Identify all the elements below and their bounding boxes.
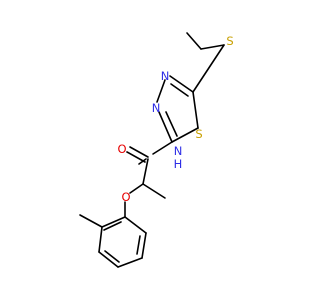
- bond-c5-ring-s: [192, 91, 199, 129]
- bond-aryl-1-2-double: [103, 221, 122, 231]
- bond-ring-s-c2: [171, 127, 199, 143]
- bond-n3-n4: [156, 79, 166, 103]
- atom-label-sulfur-ring: S: [195, 127, 202, 141]
- bond-aryl-3-4: [98, 251, 119, 268]
- bond-chiral-ether-o: [129, 183, 144, 194]
- bond-c2-n3: [158, 111, 173, 143]
- bond-ethyl-ch2-s: [200, 44, 225, 50]
- bond-aryl-2-3: [98, 226, 103, 253]
- bond-aryl-methyl: [79, 214, 103, 228]
- atom-label-ether-oxygen: O: [121, 190, 130, 204]
- molecule-canvas: S N N S N H O O: [79, 32, 234, 268]
- bond-ethyl-ch3-ch2: [186, 32, 202, 50]
- bond-carbonyl-c-o-double: [126, 151, 146, 163]
- bond-s-ring-carbon: [192, 44, 225, 93]
- bond-aryl-6-1: [124, 216, 147, 234]
- bond-aryl-3-4-double: [104, 250, 120, 263]
- bond-layer: [79, 32, 225, 268]
- bond-aryl-1-2: [101, 216, 126, 228]
- bond-aryl-4-5: [117, 257, 143, 268]
- atom-label-carbonyl-oxygen: O: [117, 142, 126, 156]
- bond-chiral-methyl: [142, 183, 166, 199]
- atom-label-sulfur-thioether: S: [226, 34, 233, 48]
- atom-label-layer: S N N S N H O O: [117, 34, 233, 204]
- bond-c2-amide-n: [152, 141, 173, 155]
- bond-carbonyl-chiral: [142, 158, 149, 185]
- atom-label-nitrogen-ring-lower: N: [152, 101, 161, 115]
- molecule-structure: S N N S N H O O: [79, 32, 234, 268]
- bond-aryl-5-6: [141, 232, 147, 259]
- bond-c2-n3-double: [165, 111, 178, 137]
- bond-n4-c5-double: [170, 83, 189, 97]
- bond-carbonyl-c-o: [129, 146, 149, 158]
- atom-label-amide-nitrogen: N: [174, 144, 183, 158]
- atom-label-amide-hydrogen: H: [174, 157, 183, 171]
- atom-label-nitrogen-ring-upper: N: [161, 69, 170, 83]
- bond-n4-c5: [169, 75, 194, 93]
- bond-aryl-5-6-double: [136, 235, 141, 255]
